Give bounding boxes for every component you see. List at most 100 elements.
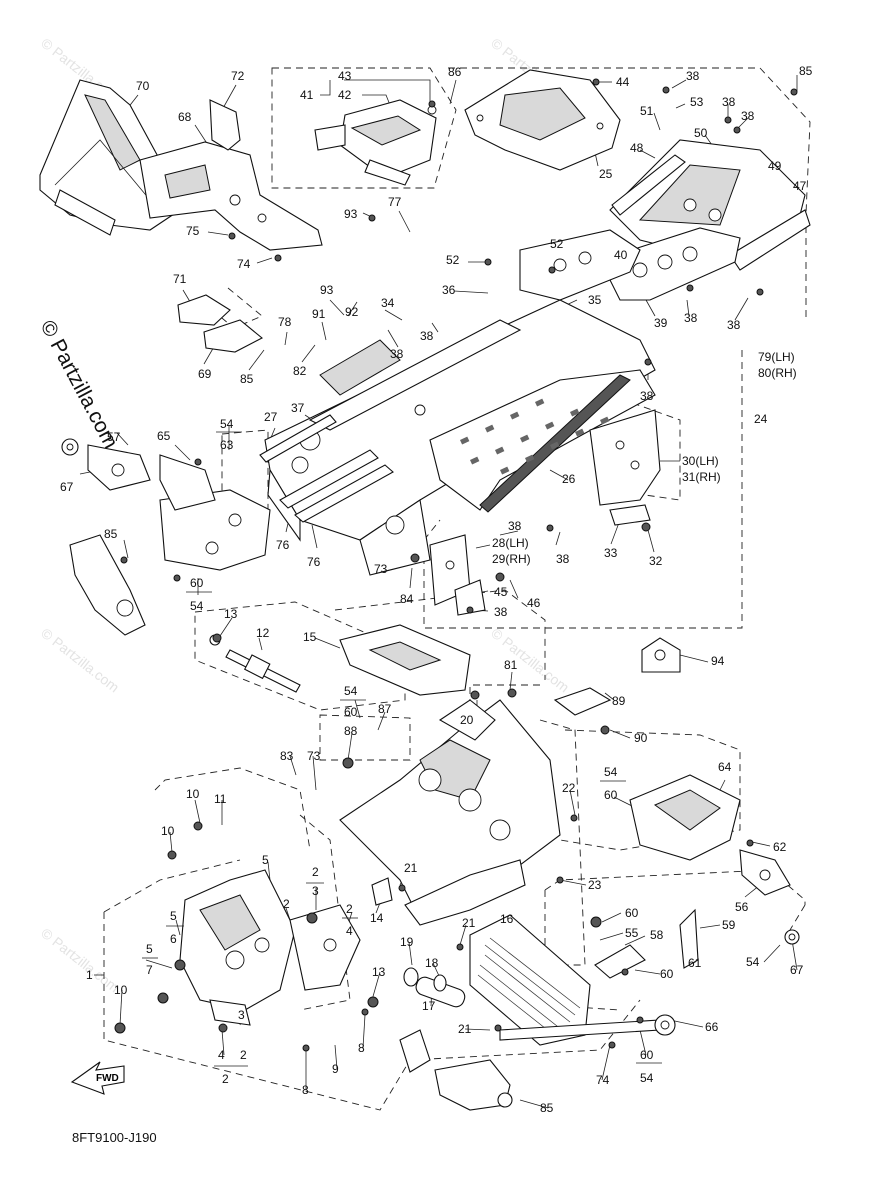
callout-52: 52 — [446, 253, 460, 267]
callout-12: 12 — [256, 626, 270, 640]
callout-44: 44 — [616, 75, 630, 89]
callout-4: 4 — [218, 1048, 225, 1062]
callout-60: 60 — [660, 967, 674, 981]
callout-8: 8 — [302, 1083, 309, 1097]
callout-53: 53 — [690, 95, 704, 109]
callout-43: 43 — [338, 69, 352, 83]
side-plate-28-29 — [429, 534, 486, 616]
callout-23: 23 — [588, 878, 602, 892]
callout-73: 73 — [307, 749, 321, 763]
callout-57: 57 — [107, 430, 121, 444]
fasteners — [114, 78, 798, 1052]
callout-54: 54 — [190, 599, 204, 613]
side-bracket-30-31 — [589, 409, 661, 526]
callout-76: 76 — [307, 555, 321, 569]
callout-45: 45 — [494, 585, 508, 599]
reference-code: 8FT9100-J190 — [72, 1130, 157, 1145]
callout-5: 5 — [170, 909, 177, 923]
callout-58: 58 — [650, 928, 664, 942]
callout-3: 3 — [238, 1008, 245, 1022]
callout-54: 54 — [220, 417, 234, 431]
callout-65: 65 — [157, 429, 171, 443]
callout-80-rh: 80(RH) — [758, 366, 797, 380]
watermark-text: © Partzilla.com — [38, 925, 122, 996]
seat-bracket-assembly — [314, 99, 437, 186]
callout-60: 60 — [604, 788, 618, 802]
plate-89 — [553, 687, 612, 716]
callout-51: 51 — [640, 104, 654, 118]
callout-20: 20 — [460, 713, 474, 727]
rail-76b — [294, 464, 394, 523]
callout-21: 21 — [462, 916, 476, 930]
callout-50: 50 — [694, 126, 708, 140]
callout-17: 17 — [422, 999, 436, 1013]
fin-pattern — [460, 398, 610, 475]
callout-90: 90 — [634, 731, 648, 745]
callout-38: 38 — [390, 347, 404, 361]
small-bracket-72 — [209, 99, 241, 151]
callout-86: 86 — [448, 65, 462, 79]
gearcase-85 — [399, 1029, 513, 1111]
front-mount-65 — [159, 454, 271, 571]
callout-5: 5 — [146, 942, 153, 956]
callout-6: 6 — [170, 932, 177, 946]
callout-14: 14 — [370, 911, 384, 925]
callout-74: 74 — [596, 1073, 610, 1087]
callout-2: 2 — [222, 1072, 229, 1086]
callout-8: 8 — [358, 1041, 365, 1055]
callout-25: 25 — [599, 167, 613, 181]
callout-30-lh: 30(LH) — [682, 454, 719, 468]
callout-66: 66 — [705, 1020, 719, 1034]
front-hood-panel — [39, 79, 181, 236]
shaft-12 — [209, 634, 301, 693]
front-frame-core — [339, 699, 561, 926]
callout-46: 46 — [527, 596, 541, 610]
heat-exchanger-plate — [429, 369, 656, 513]
bracket-14 — [371, 877, 393, 906]
callout-24: 24 — [754, 412, 768, 426]
callout-61: 61 — [688, 956, 702, 970]
callout-69: 69 — [198, 367, 212, 381]
callout-15: 15 — [303, 630, 317, 644]
rear-rail-40 — [519, 229, 641, 301]
cross-plate-15 — [339, 624, 471, 696]
callout-54: 54 — [746, 955, 760, 969]
callout-63: 63 — [220, 438, 234, 452]
callout-13: 13 — [224, 607, 238, 621]
mount-bracket-57 — [87, 444, 151, 491]
rail-27 — [259, 414, 337, 463]
callout-84: 84 — [400, 592, 414, 606]
callout-87: 87 — [378, 702, 392, 716]
callout-21: 21 — [458, 1022, 472, 1036]
callout-10: 10 — [114, 983, 128, 997]
callout-42: 42 — [338, 88, 352, 102]
callout-54: 54 — [640, 1071, 654, 1085]
fwd-arrow-icon: FWD — [70, 1061, 125, 1095]
callout-10: 10 — [161, 824, 175, 838]
callout-73: 73 — [374, 562, 388, 576]
callout-49: 49 — [768, 159, 782, 173]
callout-62: 62 — [773, 840, 787, 854]
callout-11: 11 — [214, 792, 227, 806]
callout-3: 3 — [312, 884, 319, 898]
callout-28-lh: 28(LH) — [492, 536, 529, 550]
shaft-66 — [499, 1014, 676, 1041]
front-left-frame — [179, 869, 361, 1026]
callout-7: 7 — [146, 963, 153, 977]
callout-2: 2 — [240, 1048, 247, 1062]
callout-38: 38 — [556, 552, 570, 566]
callout-75: 75 — [186, 224, 200, 238]
callout-85: 85 — [799, 64, 813, 78]
callout-60: 60 — [625, 906, 639, 920]
group-brackets — [142, 431, 662, 1067]
callout-9: 9 — [332, 1062, 339, 1076]
pad-71 — [177, 294, 231, 326]
callout-36: 36 — [442, 283, 456, 297]
callout-32: 32 — [649, 554, 663, 568]
headlight-bracket — [139, 141, 323, 251]
callout-83: 83 — [280, 749, 294, 763]
watermark-text: © Partzilla.com — [38, 625, 122, 696]
callout-60: 60 — [640, 1048, 654, 1062]
callout-38: 38 — [640, 389, 654, 403]
callout-29-rh: 29(RH) — [492, 552, 531, 566]
